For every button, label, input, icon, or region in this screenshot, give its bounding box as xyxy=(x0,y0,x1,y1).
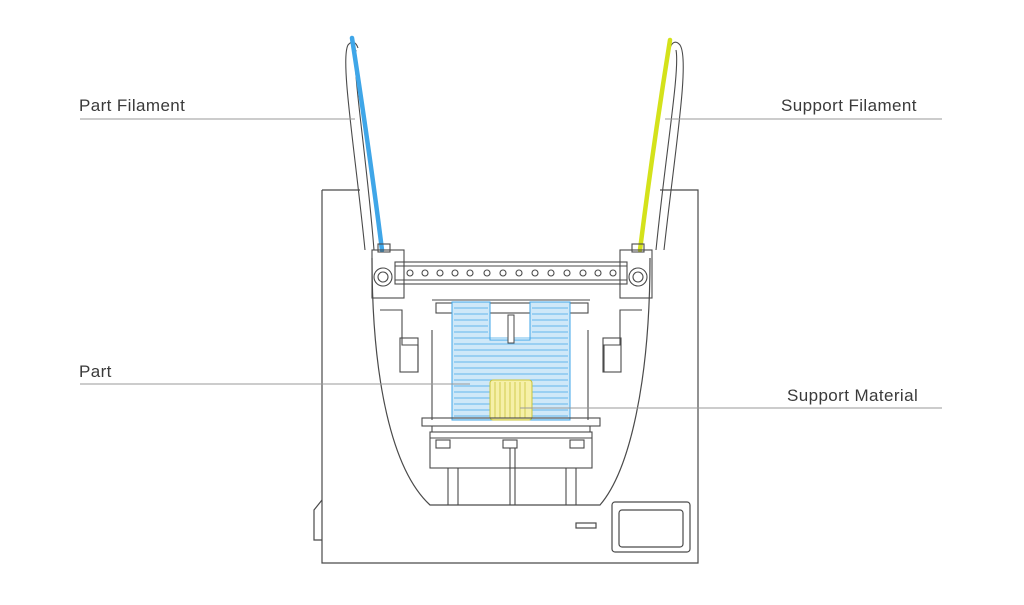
label-part-filament: Part Filament xyxy=(79,96,186,115)
label-support-material: Support Material xyxy=(787,386,919,405)
leader-lines xyxy=(80,118,942,409)
support-filament-line xyxy=(637,37,673,253)
part-filament-line xyxy=(349,35,385,253)
gantry xyxy=(371,243,653,420)
support-material xyxy=(489,379,533,421)
gantry-holes xyxy=(406,269,617,277)
build-platform xyxy=(421,417,601,505)
filament-tubes xyxy=(345,41,684,251)
label-support-filament: Support Filament xyxy=(781,96,917,115)
printed-part xyxy=(451,301,571,421)
label-part: Part xyxy=(79,362,112,381)
